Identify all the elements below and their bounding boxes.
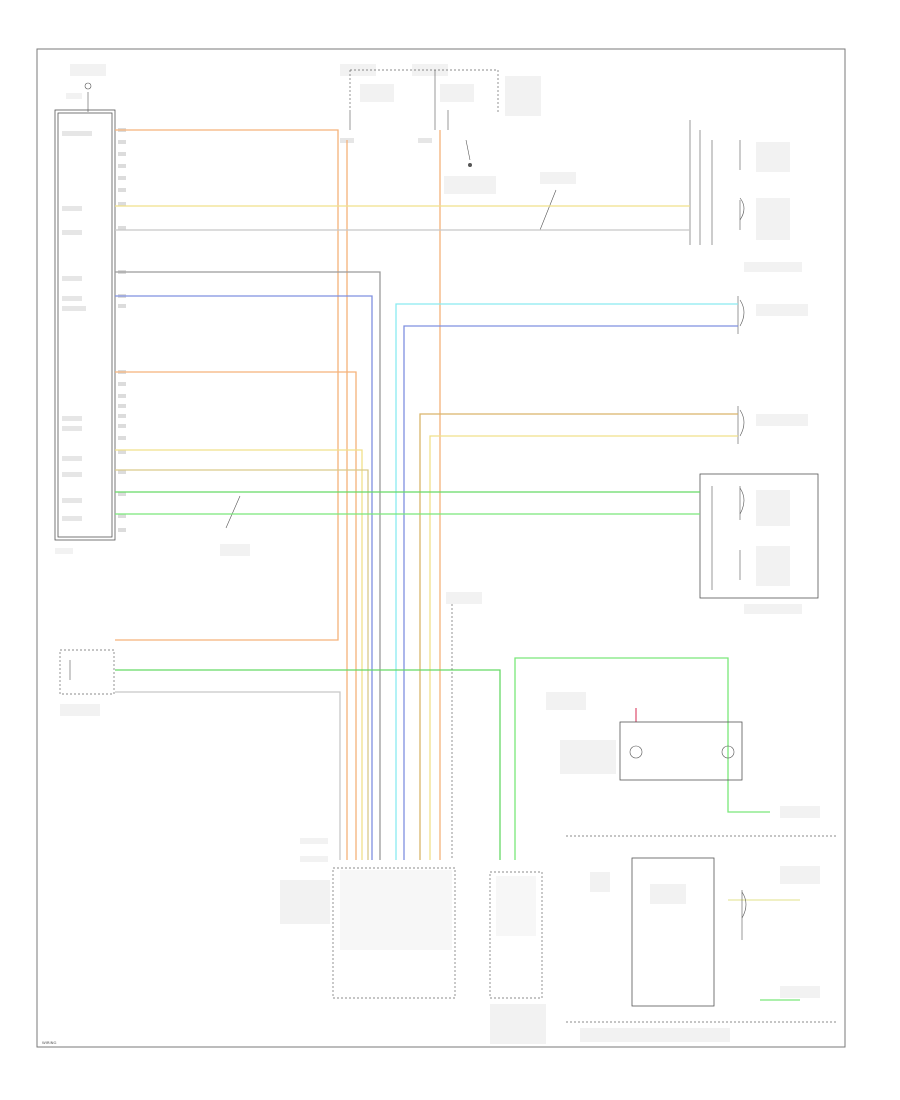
theft-module xyxy=(59,649,115,716)
radio-connector-block xyxy=(280,838,456,999)
fuse-area xyxy=(340,64,541,194)
left-rear-speaker xyxy=(737,406,808,444)
twisted-pair-markers xyxy=(220,172,576,556)
steering-wheel-controls-assembly xyxy=(546,692,836,1042)
left-front-speakers xyxy=(689,120,802,272)
right-front-speakers xyxy=(699,473,819,614)
diagram-frame xyxy=(36,48,846,1048)
right-rear-speaker xyxy=(737,296,808,334)
radio-unit xyxy=(54,64,126,554)
diagram-id: WIRING xyxy=(42,1040,56,1045)
steering-wheel-control-block xyxy=(489,871,546,1044)
wires xyxy=(115,129,800,1001)
